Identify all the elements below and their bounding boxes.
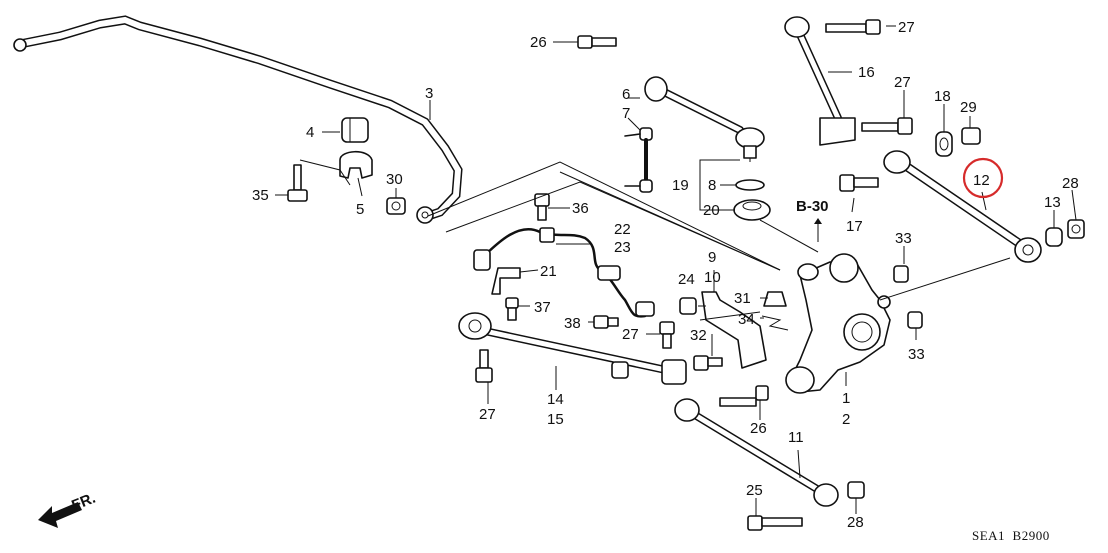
callout-17: 17 <box>846 218 863 235</box>
nut-29 <box>961 127 981 145</box>
callout-28a: 28 <box>1062 175 1079 192</box>
washer <box>735 179 765 191</box>
callout-3: 3 <box>425 85 433 102</box>
bolt-27-top <box>825 19 881 35</box>
callout-8: 8 <box>708 177 716 194</box>
callout-16: 16 <box>858 64 875 81</box>
callout-29: 29 <box>960 99 977 116</box>
stabilizer-link <box>624 127 653 193</box>
callout-2: 2 <box>842 411 850 428</box>
callout-20: 20 <box>703 202 720 219</box>
nut-24 <box>679 297 697 315</box>
harness-bracket <box>491 267 521 295</box>
callout-36: 36 <box>572 200 589 217</box>
nut-33-bottom <box>907 311 923 329</box>
bolt-27-lower-mid <box>659 321 675 349</box>
callout-27b: 27 <box>894 74 911 91</box>
clip-34 <box>761 315 789 331</box>
bolt-25 <box>747 515 803 531</box>
callout-11: 11 <box>788 429 804 446</box>
callout-labels: 1 2 3 4 5 6 7 8 9 10 11 12 13 14 15 16 1… <box>69 19 1078 543</box>
stabilizer-bar <box>13 15 463 224</box>
front-marker-label: FR. <box>69 490 98 515</box>
mounting-bracket <box>701 291 767 369</box>
nut-31 <box>763 291 787 307</box>
callout-12: 12 <box>973 172 990 189</box>
front-arrow-icon <box>38 502 82 528</box>
callout-26a: 26 <box>530 34 547 51</box>
bolt-27-lower <box>475 349 493 383</box>
callout-13: 13 <box>1044 194 1061 211</box>
mount-bushing <box>733 199 771 221</box>
callout-27c: 27 <box>622 326 639 343</box>
callout-9: 9 <box>708 249 716 266</box>
nut <box>386 197 406 215</box>
bolt-17 <box>839 174 879 192</box>
diagram-code: SEA1 B2900 <box>972 528 1050 543</box>
bolt-32 <box>693 355 723 371</box>
bolt-26-lower <box>719 385 769 407</box>
nut-28 <box>1067 219 1085 239</box>
callout-4: 4 <box>306 124 314 141</box>
callout-10: 10 <box>704 269 721 286</box>
upper-arm-a <box>644 76 765 162</box>
callout-31: 31 <box>734 290 751 307</box>
abs-sensor-harness <box>473 227 655 318</box>
lower-arm <box>458 312 687 385</box>
callout-35: 35 <box>252 187 269 204</box>
stabilizer-bushing <box>341 117 369 143</box>
callout-15: 15 <box>547 411 564 428</box>
callout-6: 6 <box>622 86 630 103</box>
callout-37: 37 <box>534 299 551 316</box>
lower-link-11 <box>674 398 839 507</box>
upper-arm-b <box>784 16 856 146</box>
callout-24: 24 <box>678 271 695 288</box>
callout-21: 21 <box>540 263 557 280</box>
bolt-26-top <box>577 35 617 49</box>
knuckle <box>785 253 891 394</box>
reference-label: B-30 <box>796 198 829 215</box>
trailing-arm-12 <box>883 150 1042 263</box>
callout-33b: 33 <box>908 346 925 363</box>
callout-27a: 27 <box>898 19 915 36</box>
stabilizer-holder <box>339 150 373 179</box>
callout-38: 38 <box>564 315 581 332</box>
flange-bolt <box>287 164 308 202</box>
leader-lines <box>275 25 1077 516</box>
callout-33a: 33 <box>895 230 912 247</box>
callout-32: 32 <box>690 327 707 344</box>
bushing-13 <box>1045 227 1063 247</box>
bolt-38 <box>593 315 619 329</box>
washer-18 <box>935 131 953 157</box>
callout-1: 1 <box>842 390 850 407</box>
callout-18: 18 <box>934 88 951 105</box>
callout-19: 19 <box>672 177 689 194</box>
nut-28-lower <box>847 481 865 499</box>
reference-pointer <box>814 218 822 242</box>
callout-5: 5 <box>356 201 364 218</box>
assembly-outline <box>427 161 1011 321</box>
nut-33-top <box>893 265 909 283</box>
highlight-circle <box>962 157 1004 199</box>
callout-30: 30 <box>386 171 403 188</box>
callout-22: 22 <box>614 221 631 238</box>
callout-26b: 26 <box>750 420 767 437</box>
callout-25: 25 <box>746 482 763 499</box>
callout-28b: 28 <box>847 514 864 531</box>
callout-23: 23 <box>614 239 631 256</box>
bolt-37 <box>505 297 519 321</box>
callout-34: 34 <box>738 311 755 328</box>
bolt-27-mid <box>861 117 913 135</box>
callout-27d: 27 <box>479 406 496 423</box>
callout-7: 7 <box>622 105 630 122</box>
callout-14: 14 <box>547 391 564 408</box>
